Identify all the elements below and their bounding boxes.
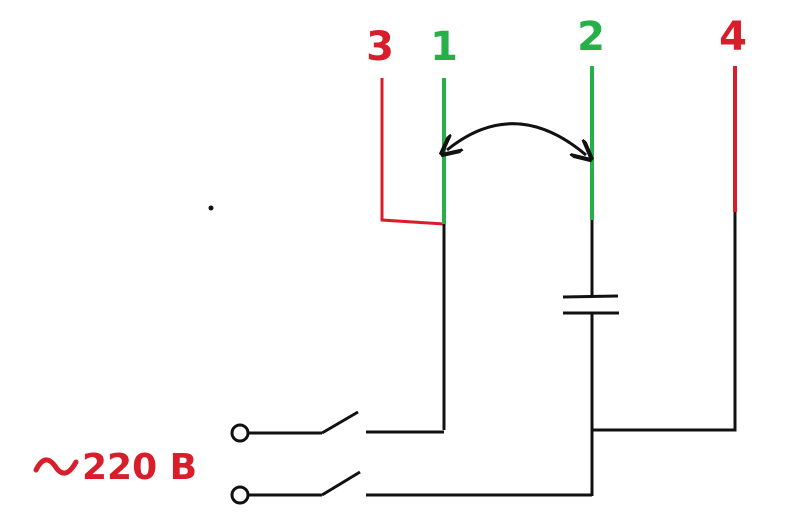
- terminal-4-label: 4: [719, 14, 747, 60]
- terminal-3-label: 3: [366, 24, 394, 70]
- stray-dot: [208, 205, 214, 211]
- switch-icon: [230, 410, 444, 443]
- switch-icon: [230, 470, 592, 505]
- terminal-3-wire: [380, 78, 445, 226]
- supply-voltage-label: 220 В: [82, 447, 197, 488]
- terminal-1-label: 1: [430, 24, 458, 70]
- capacitor-icon: [562, 294, 619, 315]
- terminal-4-black-wire: [592, 212, 737, 432]
- terminal-2-label: 2: [577, 14, 605, 60]
- double-arrow-icon: [447, 122, 586, 155]
- ac-tilde-icon: [33, 457, 79, 476]
